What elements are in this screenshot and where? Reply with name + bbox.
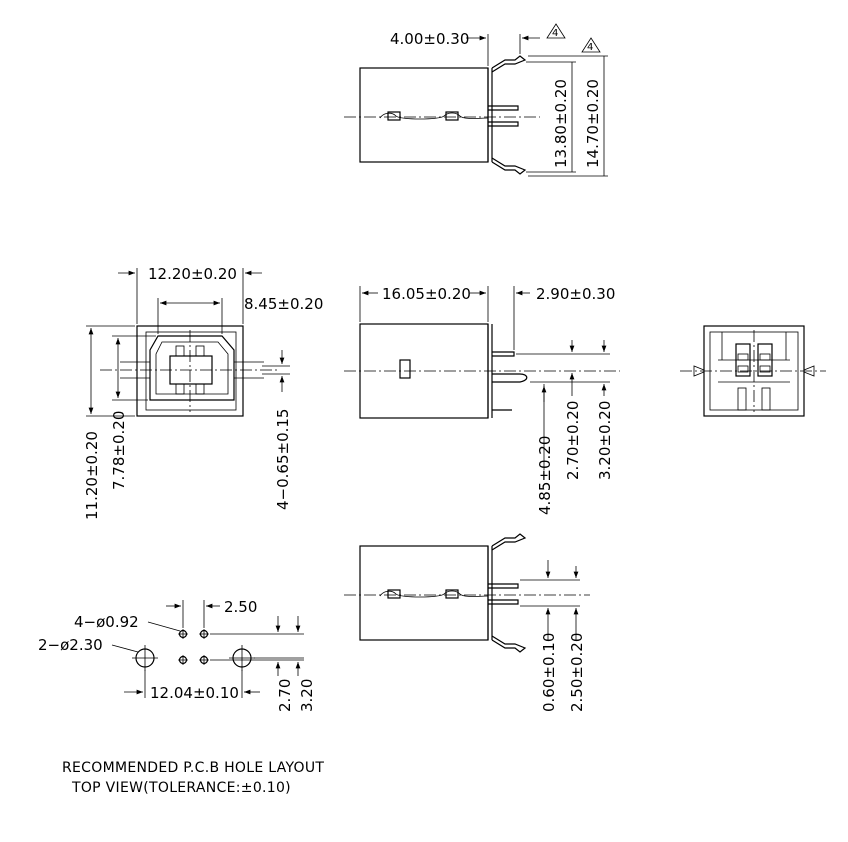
dim-side-pin-spacing: 2.70±0.20 <box>564 401 582 480</box>
dim-hole-span: 12.04±0.10 <box>150 684 239 702</box>
dim-hole-pitch: 2.50 <box>224 598 257 616</box>
label-hole-small: 4−ø0.92 <box>74 613 139 631</box>
dim-front-inner-width: 8.45±0.20 <box>244 295 323 313</box>
dim-top-inner-height: 13.80±0.20 <box>552 79 570 168</box>
dim-front-height: 11.20±0.20 <box>83 431 101 520</box>
note-line-1: RECOMMENDED P.C.B HOLE LAYOUT <box>62 760 325 776</box>
dim-top-width: 4.00±0.30 <box>390 30 469 48</box>
dim-bottom-pin-length: 2.50±0.20 <box>568 633 586 712</box>
dim-side-pin-height: 3.20±0.20 <box>596 401 614 480</box>
dim-hole-row-a: 2.70 <box>276 679 294 712</box>
dim-hole-row-b: 3.20 <box>298 679 316 712</box>
note-line-2: TOP VIEW(TOLERANCE:±0.10) <box>72 780 291 796</box>
dim-pin-width: 4−0.65±0.15 <box>274 409 292 510</box>
revision-mark-2: 4 <box>587 42 593 53</box>
bottom-view: 0.60±0.10 2.50±0.20 <box>344 533 590 712</box>
rear-view <box>680 325 826 417</box>
dim-bottom-pin-width: 0.60±0.10 <box>540 633 558 712</box>
top-view: 4.00±0.30 4 4 13.80±0.20 14.70±0.20 <box>344 23 608 177</box>
front-view: 12.20±0.20 8.45±0.20 11.20±0.20 7.78±0.2… <box>83 265 323 520</box>
dim-front-inner-height: 7.78±0.20 <box>110 411 128 490</box>
dim-side-length: 16.05±0.20 <box>382 285 471 303</box>
revision-mark: 4 <box>552 28 558 39</box>
dim-side-tail: 2.90±0.30 <box>536 285 615 303</box>
dim-top-outer-height: 14.70±0.20 <box>584 79 602 168</box>
side-view: 16.05±0.20 2.90±0.30 4.85±0.20 2.70±0.20… <box>344 285 620 515</box>
dim-front-width: 12.20±0.20 <box>148 265 237 283</box>
label-hole-large: 2−ø2.30 <box>38 636 103 654</box>
pcb-hole-layout: 2.50 4−ø0.92 2−ø2.30 12.04±0.10 2.70 3.2… <box>38 598 316 712</box>
dim-side-pin-offset: 4.85±0.20 <box>536 436 554 515</box>
